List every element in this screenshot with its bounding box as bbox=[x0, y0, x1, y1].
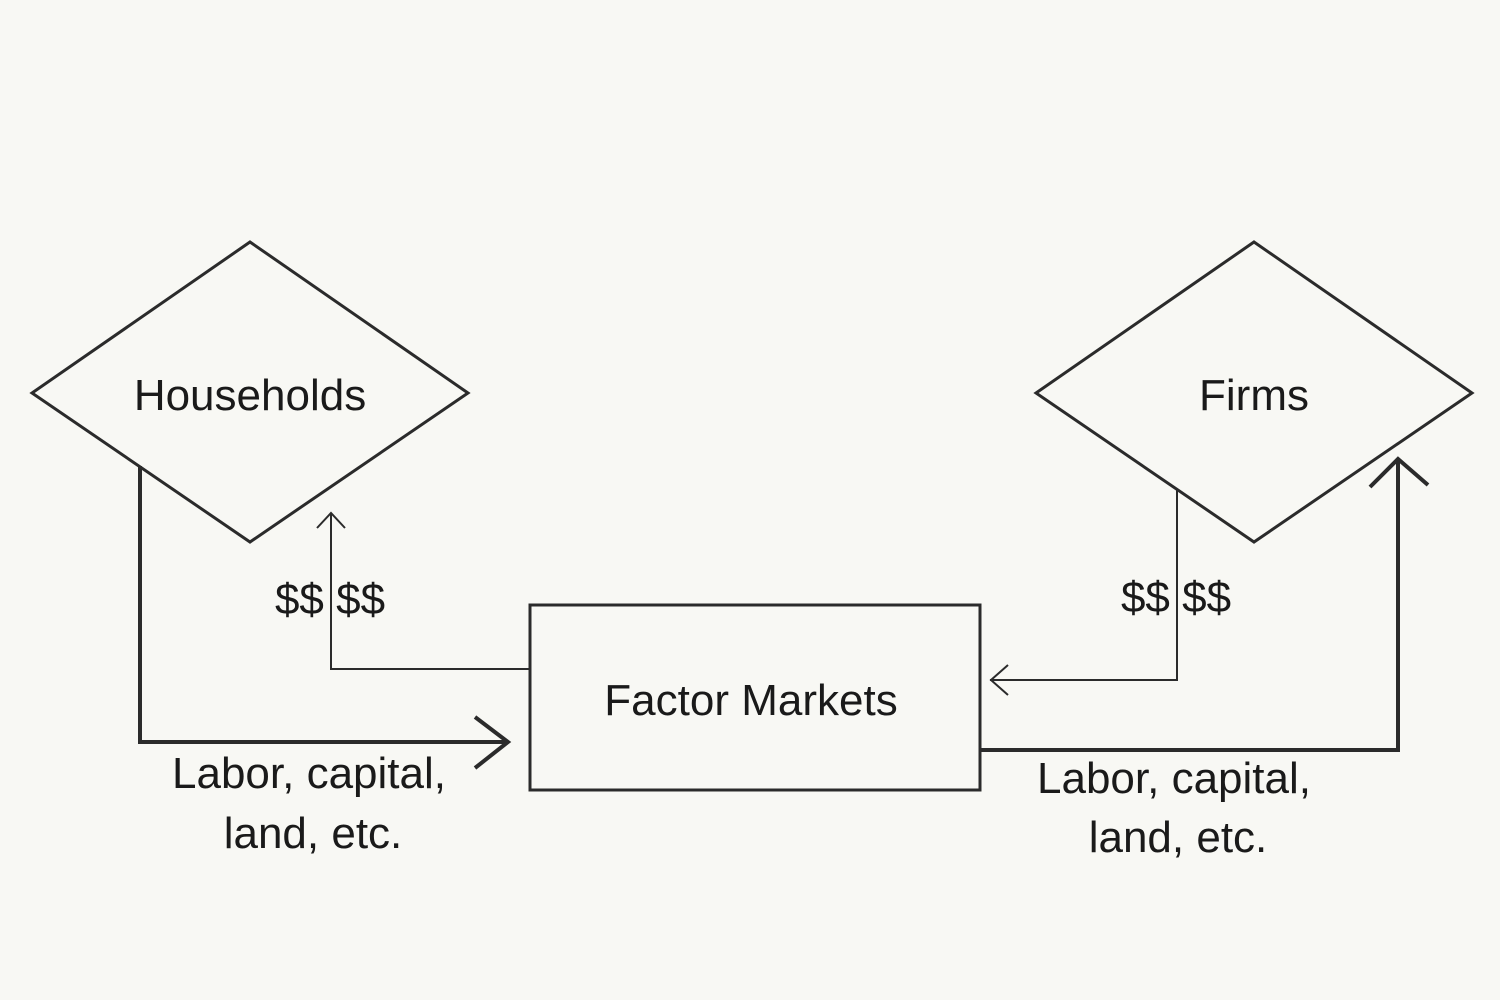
firms-resources-label-line1: Labor, capital, bbox=[1037, 754, 1311, 803]
households-resources-arrowhead bbox=[473, 715, 512, 770]
firms-money-label: $$ $$ bbox=[1121, 573, 1231, 622]
households-money-label: $$ $$ bbox=[275, 575, 385, 624]
firms-money-arrowhead bbox=[989, 664, 1009, 696]
factor-markets-box bbox=[528, 603, 982, 792]
households-money-arrowhead bbox=[316, 511, 346, 529]
firms-node: Firms bbox=[1033, 240, 1475, 544]
firms-resources-line bbox=[980, 460, 1400, 752]
firms-money-line bbox=[990, 490, 1178, 681]
households-node: Households bbox=[29, 240, 471, 544]
firms-money-flow bbox=[989, 490, 1178, 696]
households-resources-label-line2: land, etc. bbox=[224, 809, 403, 858]
firms-diamond bbox=[1033, 240, 1475, 544]
households-money-flow bbox=[316, 511, 530, 670]
firms-resources-flow bbox=[980, 456, 1430, 752]
households-label: Households bbox=[134, 371, 366, 420]
factor-markets-label: Factor Markets bbox=[604, 676, 897, 725]
households-resources-flow bbox=[138, 466, 512, 770]
factor-markets-node: Factor Markets bbox=[528, 603, 982, 792]
firms-resources-label-line2: land, etc. bbox=[1089, 813, 1268, 862]
households-money-line bbox=[330, 514, 530, 670]
households-diamond bbox=[29, 240, 471, 544]
households-resources-line bbox=[138, 466, 506, 744]
firms-resources-arrowhead bbox=[1368, 456, 1430, 489]
households-resources-label-line1: Labor, capital, bbox=[172, 749, 446, 798]
firms-label: Firms bbox=[1199, 371, 1309, 420]
